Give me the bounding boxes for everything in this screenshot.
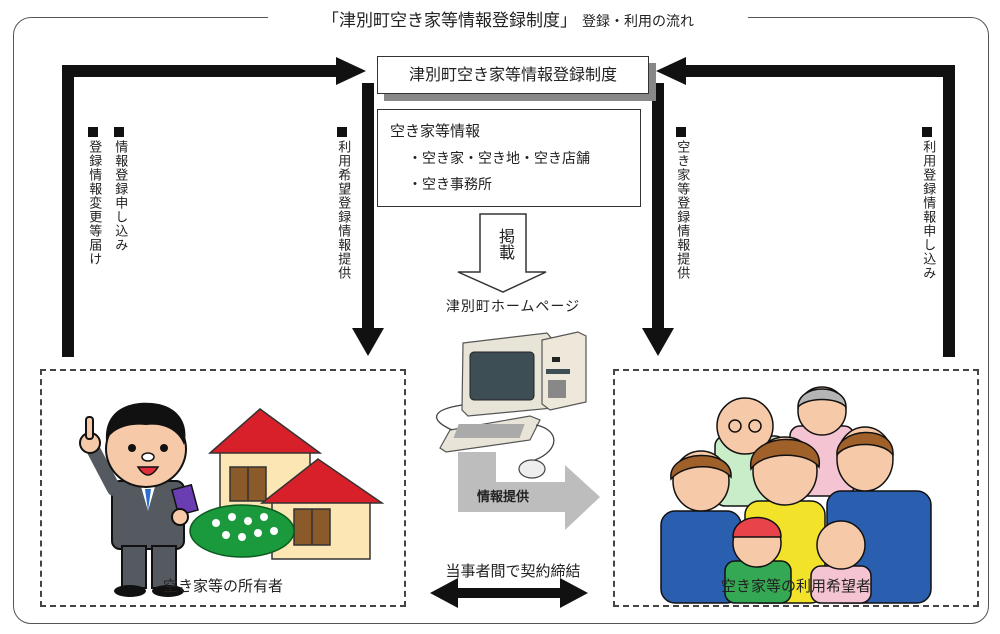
owner-man-icon	[79, 402, 199, 597]
flow-label-user-info-to-owner: 利用希望登録情報提供	[335, 127, 350, 280]
homepage-label: 津別町ホームページ	[445, 299, 581, 315]
registry-box: 津別町空き家等情報登録制度	[377, 56, 649, 94]
flow-label-vacant-info-to-user: 空き家等登録情報提供	[674, 127, 689, 280]
user-label: 空き家等の利用希望者	[720, 577, 871, 595]
user-to-registry-arrow	[656, 57, 955, 357]
provide-arrow-label: 情報提供	[477, 490, 530, 505]
vacant-info-box: 空き家等情報 ・空き家・空き地・空き店舗 ・空き事務所	[377, 109, 641, 207]
registry-to-owner-arrow	[352, 83, 384, 356]
owner-illustration	[79, 402, 385, 597]
title-background	[268, 4, 748, 30]
user-box: 空き家等の利用希望者	[613, 369, 979, 607]
contract-label: 当事者間で契約締結	[445, 562, 581, 580]
owner-box: 空き家等の所有者	[40, 369, 406, 607]
owner-label: 空き家等の所有者	[162, 577, 283, 595]
computer-icon	[435, 331, 587, 479]
flow-label-change-notice: 登録情報変更等届け	[86, 127, 101, 266]
square-bullet-icon	[337, 127, 348, 137]
vacant-info-title: 空き家等情報	[390, 122, 481, 140]
title-main: 「津別町空き家等情報登録制度」	[321, 11, 577, 31]
bush-icon	[189, 504, 295, 558]
contract-double-arrow	[430, 578, 588, 608]
vacant-info-line: ・空き事務所	[408, 177, 492, 193]
flow-label-user-registration: 利用登録情報申し込み	[920, 127, 935, 280]
flow-label-apply-registration: 情報登録申し込み	[112, 127, 127, 252]
registry-to-user-arrow	[642, 83, 674, 356]
vacant-info-line: ・空き家・空き地・空き店舗	[408, 151, 590, 167]
square-bullet-icon	[922, 127, 933, 137]
title-suffix: 登録・利用の流れ	[582, 14, 695, 30]
diagram-title: 「津別町空き家等情報登録制度」 登録・利用の流れ	[268, 6, 748, 31]
square-bullet-icon	[114, 127, 125, 137]
post-arrow-label: 掲載	[496, 228, 515, 260]
post-arrow	[457, 213, 547, 293]
family-icon	[660, 386, 932, 604]
square-bullet-icon	[88, 127, 99, 137]
provide-arrow	[458, 452, 600, 530]
owner-to-registry-arrow	[62, 57, 366, 357]
square-bullet-icon	[676, 127, 687, 137]
family-illustration	[660, 386, 932, 604]
